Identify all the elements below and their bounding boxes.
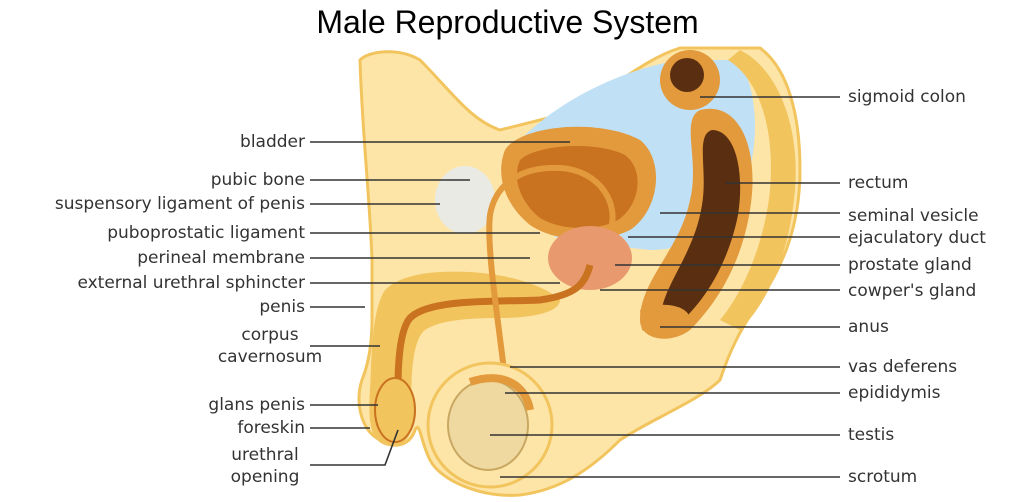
label-anus: anus <box>848 317 889 337</box>
prostate-shape <box>548 226 632 290</box>
spine <box>720 50 796 330</box>
label-prostate-gland: prostate gland <box>848 255 972 275</box>
sigmoid-colon-lumen <box>670 58 704 92</box>
label-suspensory-ligament: suspensory ligament of penis <box>54 194 305 214</box>
label-cowpers-gland: cowper's gland <box>848 281 977 301</box>
label-corpus-cavernosum-line1: corpus <box>241 325 299 345</box>
label-urethral-opening-line2: opening <box>230 467 300 487</box>
diagram-title: Male Reproductive System <box>316 4 699 40</box>
rectum-lumen <box>661 130 741 321</box>
label-corpus-cavernosum-line2: cavernosum <box>217 347 323 367</box>
label-penis: penis <box>259 297 305 317</box>
label-puboprostatic-ligament: puboprostatic ligament <box>107 223 305 243</box>
urethra <box>394 264 594 421</box>
label-bladder: bladder <box>240 132 305 152</box>
leader-line-urethral-opening <box>310 429 399 466</box>
epididymis-shape <box>468 374 534 411</box>
label-scrotum: scrotum <box>848 467 918 487</box>
anus-shape <box>640 304 690 336</box>
glans-shape <box>374 377 416 443</box>
label-pubic-bone: pubic bone <box>210 170 305 190</box>
vas-deferens-tube <box>486 164 616 381</box>
label-epididymis: epididymis <box>848 383 941 403</box>
label-external-urethral-sphincter: external urethral sphincter <box>77 273 305 293</box>
label-sigmoid-colon: sigmoid colon <box>848 87 966 107</box>
label-ejaculatory-duct: ejaculatory duct <box>848 228 986 248</box>
label-seminal-vesicle: seminal vesicle <box>848 206 979 226</box>
leader-lines <box>310 96 840 478</box>
label-testis: testis <box>848 425 895 445</box>
label-rectum: rectum <box>848 173 909 193</box>
label-foreskin: foreskin <box>237 418 305 438</box>
label-glans-penis: glans penis <box>208 395 305 415</box>
label-perineal-membrane: perineal membrane <box>137 248 305 268</box>
label-urethral-opening-line1: urethral <box>231 445 299 465</box>
label-vas-deferens: vas deferens <box>848 357 958 377</box>
pubic-bone-shape <box>435 166 495 234</box>
